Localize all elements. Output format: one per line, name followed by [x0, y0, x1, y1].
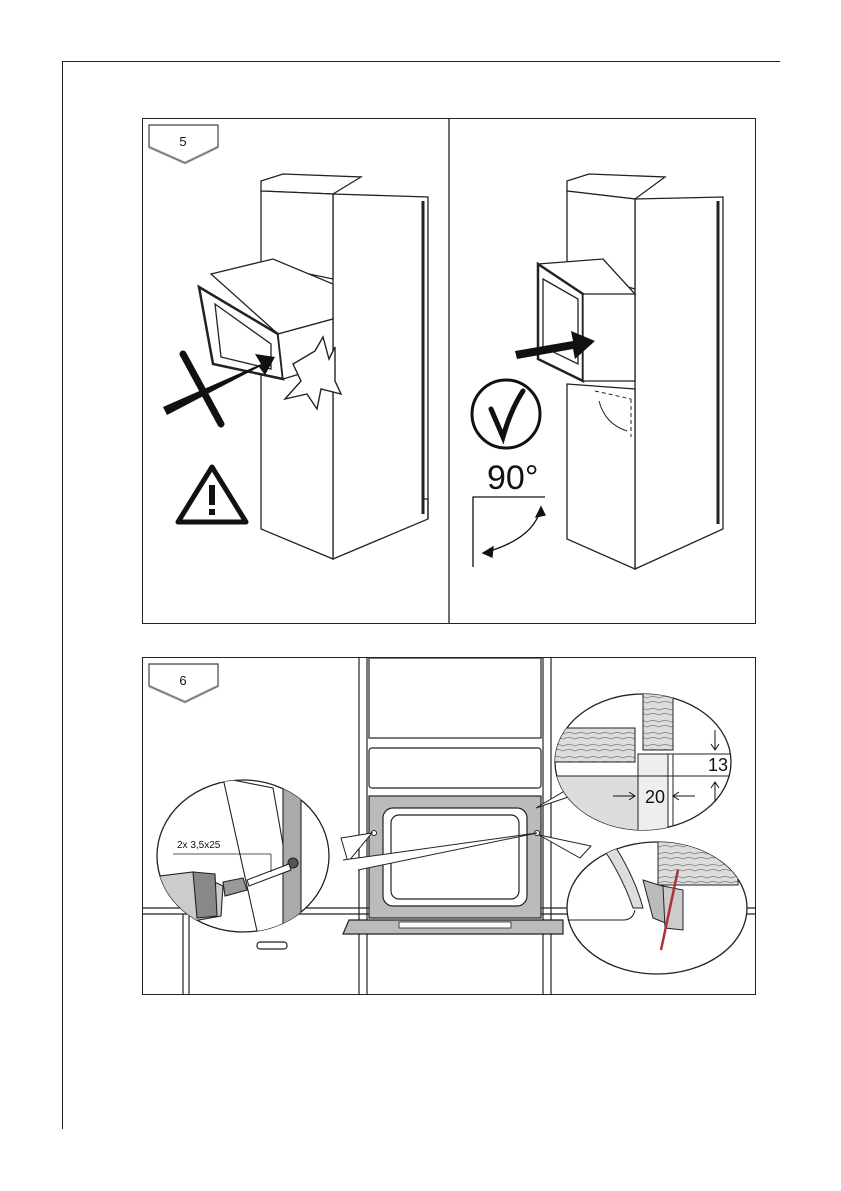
detail-screw-circle [563, 833, 747, 974]
angle-label: 90° [487, 459, 538, 497]
step-5-panel: 5 [142, 118, 756, 624]
detail-drill-circle: 2x 3,5x25 [143, 778, 329, 958]
oven-straight [538, 259, 635, 381]
step-5-number: 5 [179, 134, 186, 149]
page-border-left [62, 61, 63, 1129]
step-6-illustration: 6 [143, 658, 755, 994]
checkmark-icon [472, 380, 540, 448]
step-6-badge: 6 [149, 664, 218, 702]
step-6-panel: 6 [142, 657, 756, 995]
page-border-top [62, 61, 780, 62]
right-angle-icon [473, 497, 545, 567]
screw-spec-label: 2x 3,5x25 [177, 840, 221, 851]
dimension-13-label: 13 [708, 755, 728, 775]
step-5-illustration: 5 [143, 119, 755, 623]
step-6-number: 6 [179, 673, 186, 688]
dimension-20-label: 20 [645, 787, 665, 807]
step-5-badge: 5 [149, 125, 218, 163]
detail-dimensions-circle: 13 20 [553, 688, 743, 858]
warning-icon [178, 467, 246, 522]
